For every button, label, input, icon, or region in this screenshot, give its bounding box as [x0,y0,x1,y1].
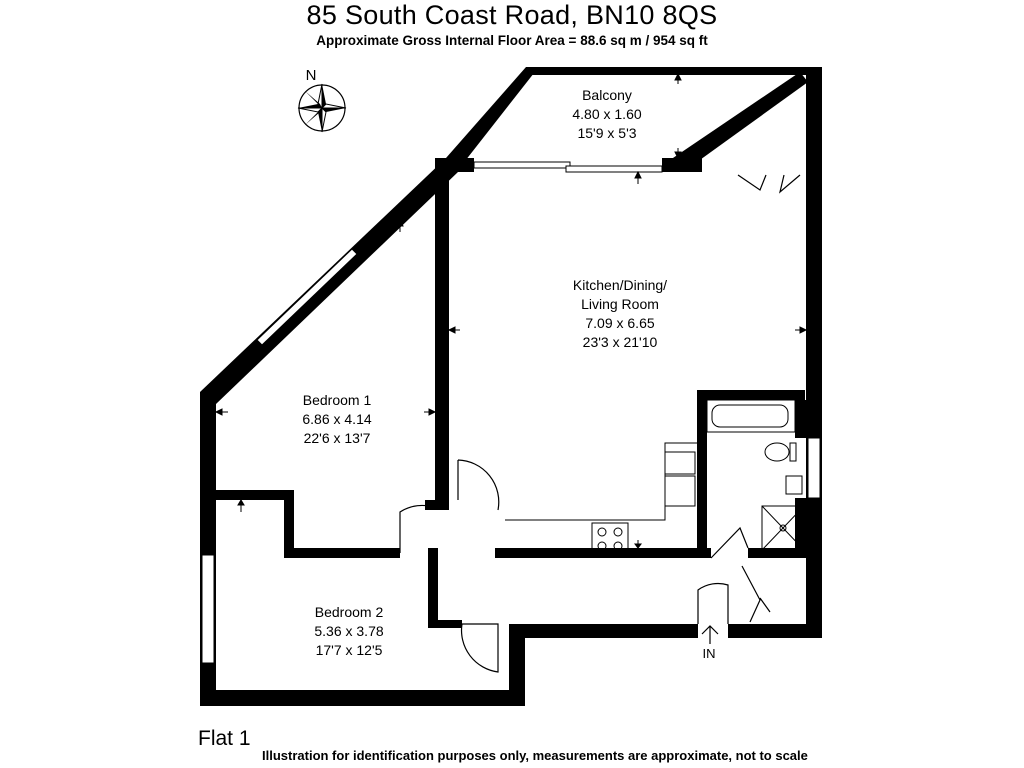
bedroom1-name: Bedroom 1 [303,392,372,408]
kitchen-units [505,442,697,554]
balcony-metric: 4.80 x 1.60 [572,106,641,122]
kitchen-imperial: 23'3 x 21'10 [583,334,658,350]
compass-rose-icon: N [297,67,347,133]
windows [201,161,821,664]
balcony-name: Balcony [582,87,632,103]
dimension-arrows [214,72,808,702]
bathroom-fittings [706,399,805,551]
page-title: 85 South Coast Road, BN10 8QS [306,0,718,30]
floor-area-subtitle: Approximate Gross Internal Floor Area = … [316,33,708,48]
bedroom1-imperial: 22'6 x 13'7 [304,430,371,446]
bedroom2-name: Bedroom 2 [315,604,384,620]
kitchen-name-line1: Kitchen/Dining/ [573,277,667,293]
toilet-icon [764,442,797,462]
floor-label: Flat 1 [198,727,251,750]
compass-north-label: N [306,67,317,84]
room-label-bedroom2: Bedroom 2 5.36 x 3.78 17'7 x 12'5 [314,604,383,658]
kitchen-metric: 7.09 x 6.65 [585,315,654,331]
bedroom2-metric: 5.36 x 3.78 [314,623,383,639]
bath-icon [706,399,796,433]
entrance-label: IN [703,646,716,661]
bedroom1-metric: 6.86 x 4.14 [302,411,371,427]
room-label-balcony: Balcony 4.80 x 1.60 15'9 x 5'3 [572,87,641,141]
balcony-imperial: 15'9 x 5'3 [577,125,636,141]
shower-icon [761,505,805,551]
disclaimer-text: Illustration for identification purposes… [262,748,808,763]
bedroom2-imperial: 17'7 x 12'5 [316,642,383,658]
room-label-bedroom1: Bedroom 1 6.86 x 4.14 22'6 x 13'7 [302,392,371,446]
kitchen-name-line2: Living Room [581,296,659,312]
basin-icon [785,475,803,495]
hob-icon [591,522,629,554]
room-label-kitchen: Kitchen/Dining/ Living Room 7.09 x 6.65 … [573,277,667,350]
doors [399,174,801,673]
entrance-arrow-icon [701,625,719,644]
